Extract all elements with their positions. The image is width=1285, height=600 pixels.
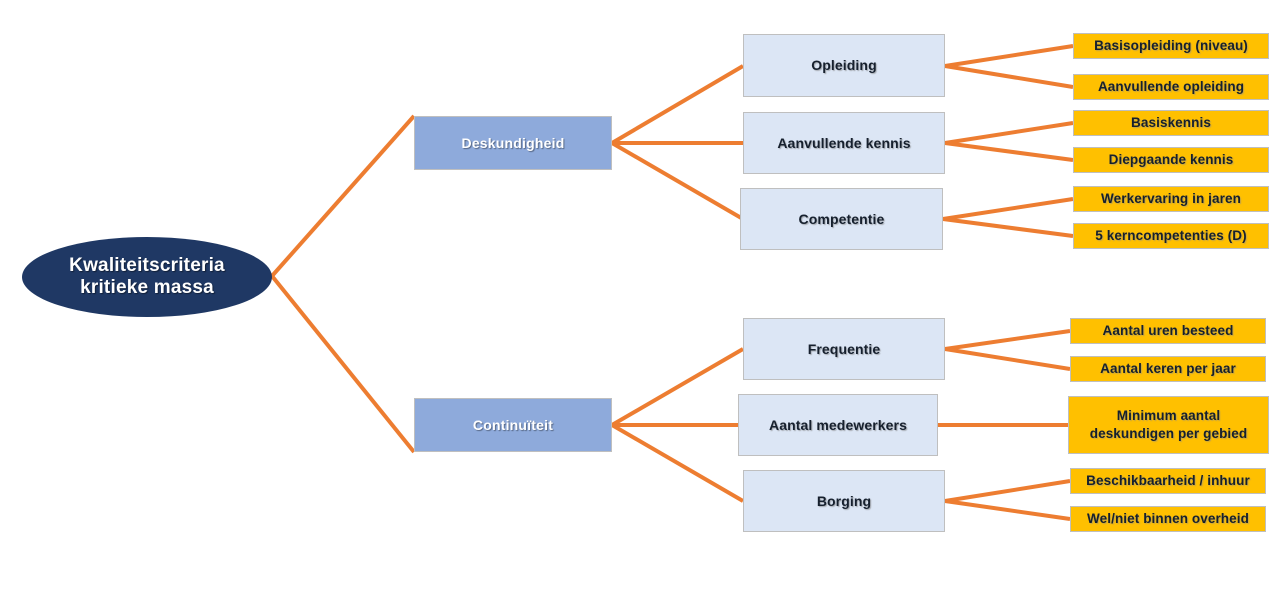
connector-competentie-to-werkervaring: [942, 197, 1074, 221]
connector-opleiding-to-aanvullende-opleiding: [944, 64, 1074, 89]
root-label-line2: kritieke massa: [80, 277, 214, 298]
connector-opleiding-to-basisopleiding: [944, 44, 1074, 68]
node-aanvullende-kennis-label: Aanvullende kennis: [777, 134, 911, 151]
connector-deskundigheid-to-competentie: [610, 141, 745, 221]
leaf-basisopleiding-label: Basisopleiding (niveau): [1094, 38, 1248, 54]
leaf-werkervaring[interactable]: Werkervaring in jaren: [1073, 186, 1269, 212]
connector-continuiteit-to-frequentie: [610, 347, 745, 427]
node-opleiding-label: Opleiding: [811, 57, 877, 74]
leaf-beschikbaarheid-inhuur[interactable]: Beschikbaarheid / inhuur: [1070, 468, 1266, 494]
node-aantal-medewerkers[interactable]: Aantal medewerkers: [738, 394, 938, 456]
leaf-aanvullende-opleiding[interactable]: Aanvullende opleiding: [1073, 74, 1269, 100]
connector-borging-to-wel-niet: [944, 499, 1071, 521]
leaf-aantal-uren-besteed-label: Aantal uren besteed: [1102, 323, 1234, 339]
node-frequentie[interactable]: Frequentie: [743, 318, 945, 380]
leaf-kerncompetenties[interactable]: 5 kerncompetenties (D): [1073, 223, 1269, 249]
leaf-beschikbaarheid-inhuur-label: Beschikbaarheid / inhuur: [1086, 473, 1250, 489]
connector-frequentie-to-aantal-keren: [944, 347, 1071, 371]
leaf-aantal-keren-per-jaar[interactable]: Aantal keren per jaar: [1070, 356, 1266, 382]
leaf-minimum-aantal-line1: Minimum aantal: [1116, 408, 1221, 424]
leaf-aantal-uren-besteed[interactable]: Aantal uren besteed: [1070, 318, 1266, 344]
leaf-minimum-aantal-deskundigen[interactable]: Minimum aantal deskundigen per gebied: [1068, 396, 1269, 454]
connector-root-to-continuiteit: [270, 274, 416, 454]
node-competentie[interactable]: Competentie: [740, 188, 943, 250]
node-deskundigheid-label: Deskundigheid: [461, 134, 565, 151]
node-deskundigheid[interactable]: Deskundigheid: [414, 116, 612, 170]
leaf-aanvullende-opleiding-label: Aanvullende opleiding: [1097, 79, 1245, 95]
node-competentie-label: Competentie: [798, 210, 885, 227]
leaf-wel-niet-binnen-overheid-label: Wel/niet binnen overheid: [1087, 511, 1249, 527]
node-aantal-medewerkers-label: Aantal medewerkers: [769, 416, 907, 433]
root-label-line1: Kwaliteitscriteria: [69, 254, 225, 276]
connector-root-to-deskundigheid: [270, 114, 416, 278]
connector-continuiteit-to-borging: [610, 423, 745, 503]
connector-deskundigheid-to-opleiding: [610, 64, 745, 145]
leaf-aantal-keren-per-jaar-label: Aantal keren per jaar: [1100, 361, 1236, 377]
node-frequentie-label: Frequentie: [807, 340, 881, 357]
leaf-basisopleiding[interactable]: Basisopleiding (niveau): [1073, 33, 1269, 59]
connector-aanvullende-kennis-to-basiskennis: [944, 121, 1074, 145]
leaf-minimum-aantal-line2: deskundigen per gebied: [1089, 426, 1248, 441]
leaf-basiskennis[interactable]: Basiskennis: [1073, 110, 1269, 136]
node-borging[interactable]: Borging: [743, 470, 945, 532]
connector-competentie-to-kerncompetenties: [942, 217, 1074, 238]
root-node[interactable]: Kwaliteitscriteria kritieke massa: [22, 237, 272, 317]
leaf-diepgaande-kennis[interactable]: Diepgaande kennis: [1073, 147, 1269, 173]
connector-borging-to-beschikbaarheid: [944, 479, 1071, 503]
leaf-diepgaande-kennis-label: Diepgaande kennis: [1108, 152, 1234, 168]
leaf-kerncompetenties-label: 5 kerncompetenties (D): [1095, 228, 1247, 244]
node-continuiteit[interactable]: Continuïteit: [414, 398, 612, 452]
leaf-werkervaring-label: Werkervaring in jaren: [1101, 191, 1241, 207]
leaf-basiskennis-label: Basiskennis: [1131, 115, 1211, 131]
connector-aanvullende-kennis-to-diepgaande-kennis: [944, 141, 1074, 162]
leaf-wel-niet-binnen-overheid[interactable]: Wel/niet binnen overheid: [1070, 506, 1266, 532]
node-continuiteit-label: Continuïteit: [472, 416, 554, 433]
node-borging-label: Borging: [816, 492, 872, 509]
connector-frequentie-to-aantal-uren: [944, 329, 1071, 351]
node-aanvullende-kennis[interactable]: Aanvullende kennis: [743, 112, 945, 174]
node-opleiding[interactable]: Opleiding: [743, 34, 945, 97]
